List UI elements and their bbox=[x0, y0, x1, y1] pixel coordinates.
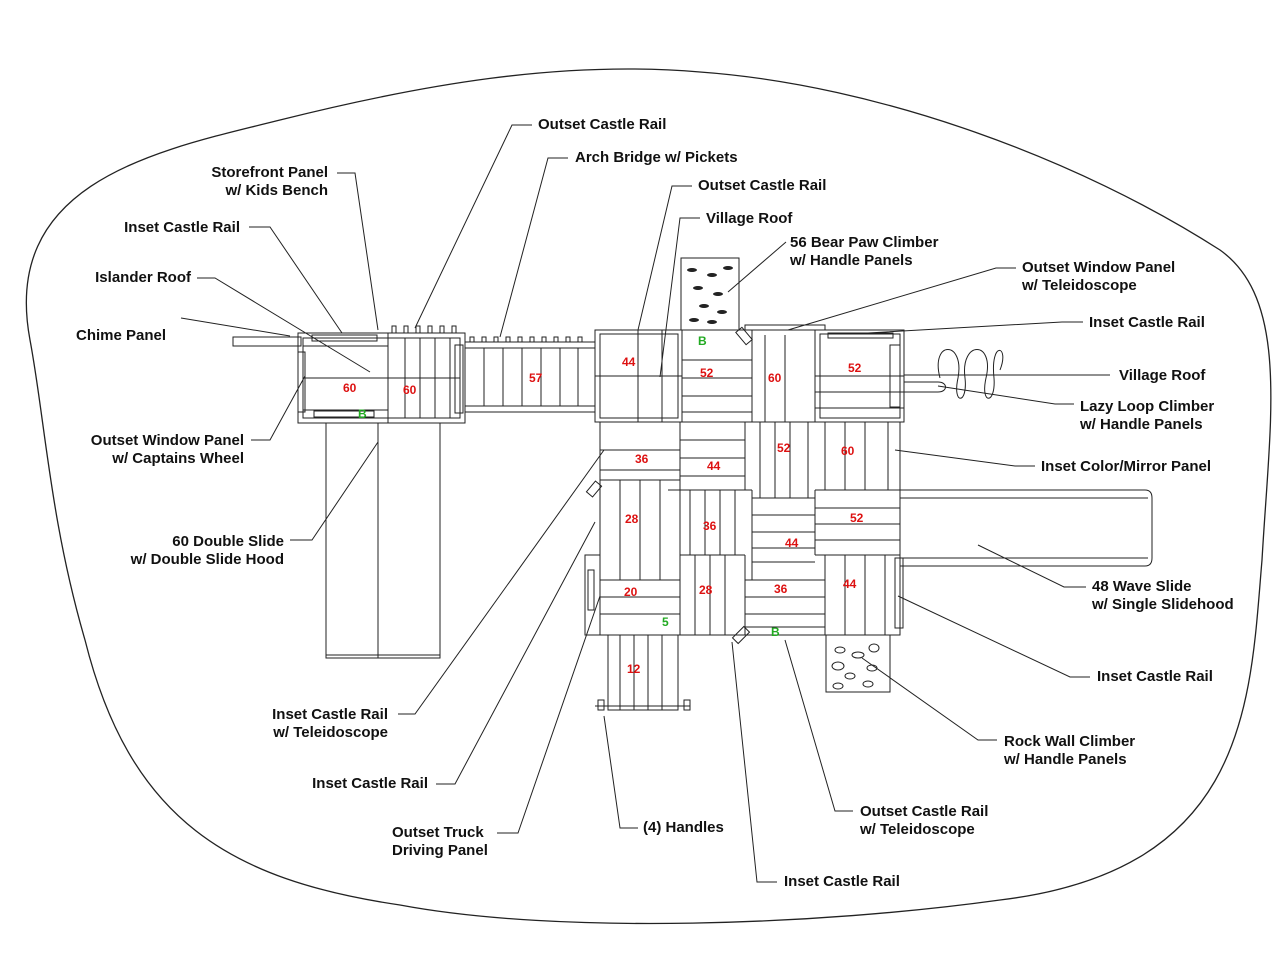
deck-num-20: 20 bbox=[624, 585, 638, 599]
label-outset-castle-rail-mid: Outset Castle Rail bbox=[698, 177, 827, 194]
label-chime-panel: Chime Panel bbox=[76, 327, 167, 344]
deck-num-60-c: 60 bbox=[768, 371, 782, 385]
deck-num-60-d: 60 bbox=[841, 444, 855, 458]
rock-wall-climber bbox=[825, 634, 891, 693]
deck-num-60-a: 60 bbox=[343, 381, 357, 395]
label-inset-castle-rail-bottom: Inset Castle Rail bbox=[784, 873, 900, 890]
deck-num-44-d: 44 bbox=[843, 577, 857, 591]
play-area-boundary bbox=[25, 68, 1272, 925]
deck-num-52-b: 52 bbox=[848, 361, 862, 375]
label-inset-color-mirror: Inset Color/Mirror Panel bbox=[1041, 458, 1212, 475]
label-arch-bridge: Arch Bridge w/ Pickets bbox=[575, 149, 738, 166]
label-inset-castle-rail-tl: Inset Castle Rail bbox=[124, 219, 240, 236]
green-markers: B B B 5 bbox=[358, 334, 780, 639]
deck-num-57: 57 bbox=[529, 371, 543, 385]
bear-paw-prints bbox=[687, 266, 733, 324]
deck-num-36-c: 36 bbox=[774, 582, 788, 596]
marker-b-2: B bbox=[698, 334, 707, 348]
chime-panel bbox=[232, 336, 302, 347]
deck-num-52-d: 52 bbox=[850, 511, 864, 525]
deck-numbers: 60 60 57 44 52 60 52 36 44 52 60 28 36 4… bbox=[343, 355, 864, 676]
arch-bridge bbox=[464, 336, 596, 413]
label-islander-roof: Islander Roof bbox=[95, 269, 191, 286]
label-village-roof-top: Village Roof bbox=[706, 210, 793, 227]
deck-num-36-b: 36 bbox=[703, 519, 717, 533]
marker-b-1: B bbox=[358, 407, 367, 421]
label-inset-castle-rail-bl: Inset Castle Rail bbox=[312, 775, 428, 792]
left-tower bbox=[297, 325, 466, 424]
marker-5: 5 bbox=[662, 615, 669, 629]
deck-num-28-a: 28 bbox=[625, 512, 639, 526]
deck-num-60-b: 60 bbox=[403, 383, 417, 397]
leader-lines bbox=[180, 124, 1110, 883]
lower-ramp bbox=[595, 634, 691, 711]
label-outset-castle-rail-top: Outset Castle Rail bbox=[538, 116, 667, 133]
deck-num-44-b: 44 bbox=[707, 459, 721, 473]
middle-tower bbox=[584, 326, 904, 645]
double-slide bbox=[325, 423, 441, 659]
label-handles: (4) Handles bbox=[643, 819, 724, 836]
marker-b-3: B bbox=[771, 625, 780, 639]
lazy-loop-climber bbox=[904, 349, 1110, 399]
label-inset-castle-rail-tr: Inset Castle Rail bbox=[1089, 314, 1205, 331]
deck-num-12: 12 bbox=[627, 662, 641, 676]
deck-num-44-a: 44 bbox=[622, 355, 636, 369]
label-village-roof-right: Village Roof bbox=[1119, 367, 1206, 384]
label-inset-castle-rail-right: Inset Castle Rail bbox=[1097, 668, 1213, 685]
deck-num-28-b: 28 bbox=[699, 583, 713, 597]
wave-slide bbox=[900, 489, 1153, 567]
deck-num-52-c: 52 bbox=[777, 441, 791, 455]
deck-num-36-a: 36 bbox=[635, 452, 649, 466]
deck-num-44-c: 44 bbox=[785, 536, 799, 550]
deck-num-52-a: 52 bbox=[700, 366, 714, 380]
